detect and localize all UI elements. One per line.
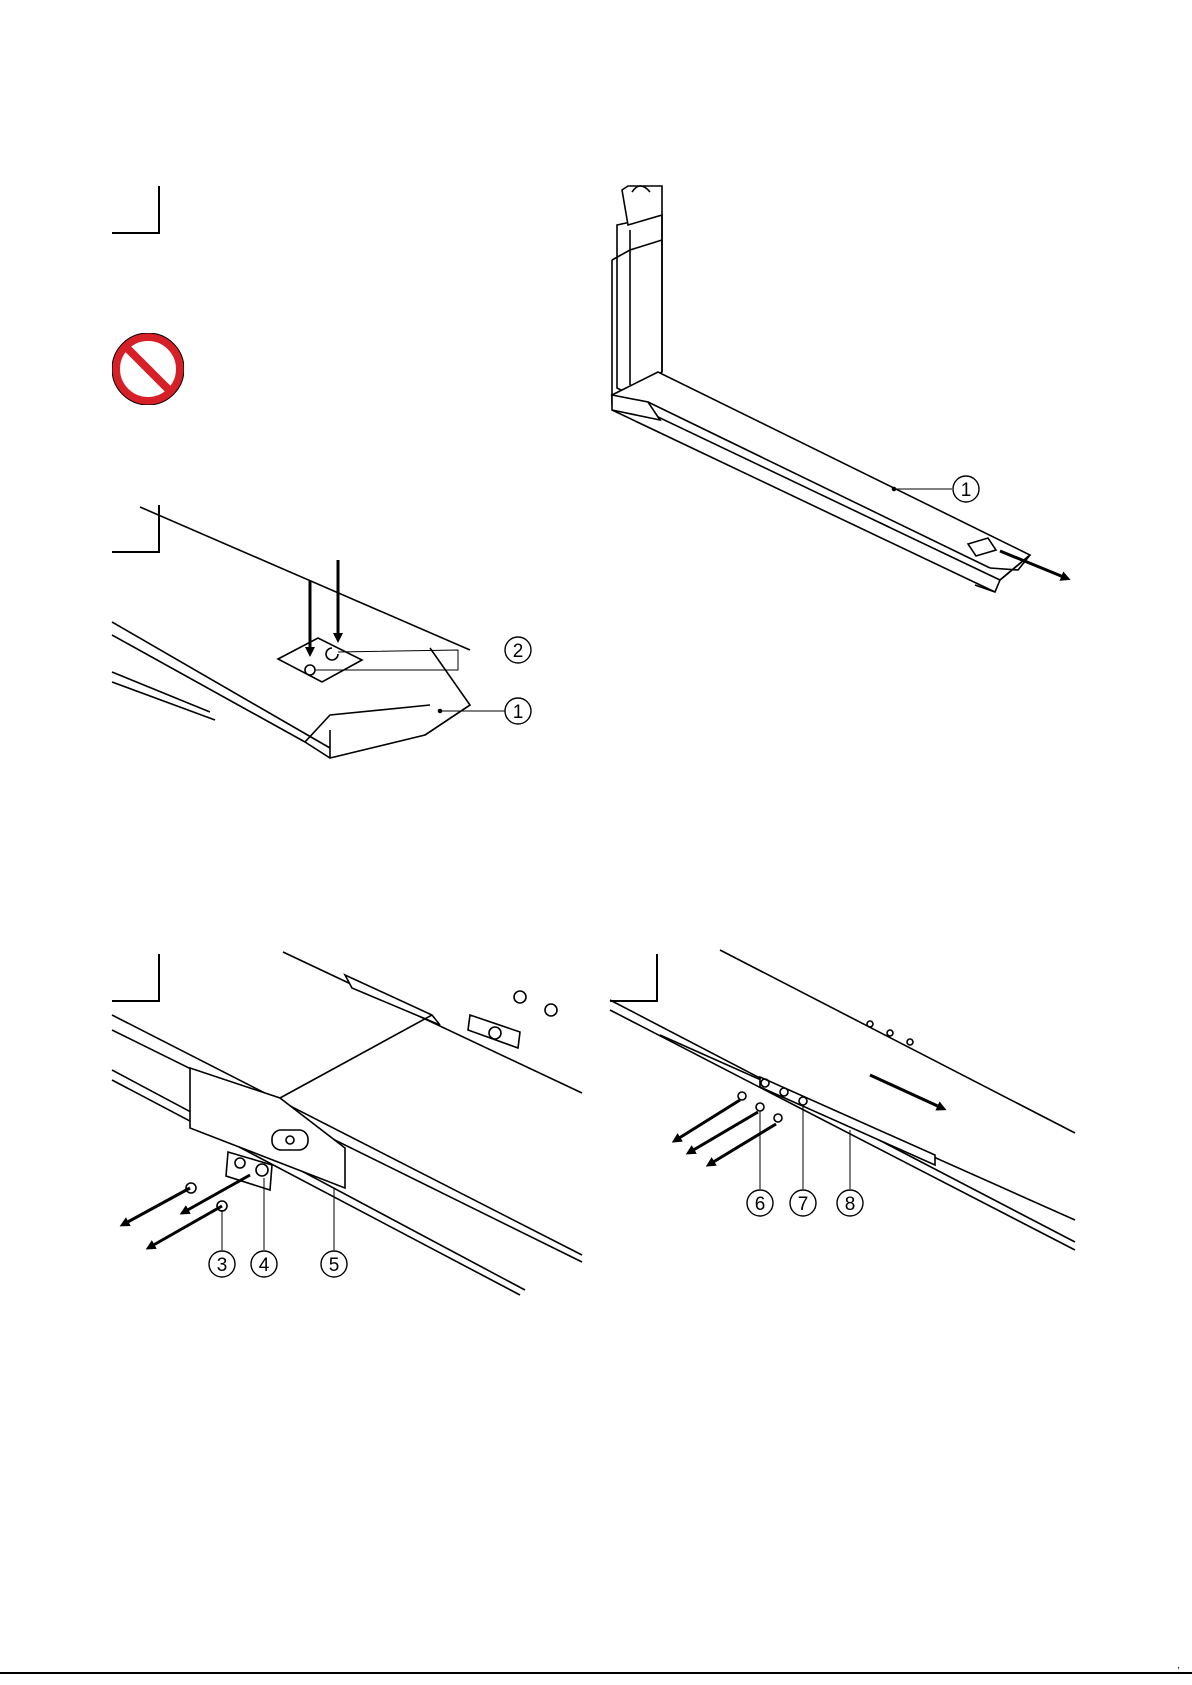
callout-3-label: 3 <box>217 1255 228 1276</box>
page-mark: , <box>1177 1660 1180 1671</box>
remove-arrow-screw-c <box>710 1124 776 1164</box>
bracket-drawing <box>112 952 582 1295</box>
callout-6-label: 6 <box>755 1194 766 1215</box>
fork-overview-drawing <box>612 186 1030 592</box>
callout-1-label-mid: 1 <box>513 702 524 723</box>
footer-rule <box>0 1672 1192 1674</box>
callout-2-label: 2 <box>513 641 524 662</box>
callout-5-label: 5 <box>329 1255 340 1276</box>
callout-1-label-top: 1 <box>961 480 972 501</box>
remove-arrow-screw-b <box>690 1112 758 1152</box>
remove-arrow-screw-1 <box>124 1188 190 1224</box>
callout-7-label: 7 <box>798 1194 809 1215</box>
callout-8-label: 8 <box>845 1194 856 1215</box>
remove-arrow-screw-a <box>676 1100 740 1140</box>
callout-4-label: 4 <box>259 1255 270 1276</box>
slide-direction-arrow <box>870 1075 942 1108</box>
